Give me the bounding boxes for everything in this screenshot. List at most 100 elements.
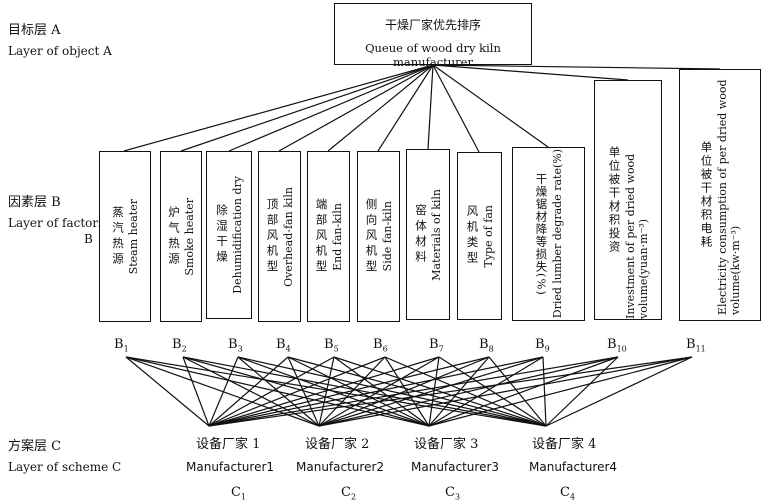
objective-layer-en: Layer of object A [8, 44, 112, 58]
alternative-2-en: Manufacturer2 [296, 460, 385, 474]
link-b1-c4 [125, 356, 547, 427]
link-b9-c4 [542, 356, 547, 427]
link-b4-c2 [287, 356, 320, 427]
scheme-layer-cn: 方案层 C [8, 439, 62, 454]
objective-layer-cn: 目标层 A [8, 23, 61, 38]
factor-label-cn: 除湿干燥 [215, 204, 229, 266]
factor-box-b10: 单位被干材积投资 Investment of per dried wood vo… [594, 80, 662, 320]
alternative-3-en: Manufacturer3 [411, 460, 500, 474]
link-b5-c1 [208, 356, 335, 427]
alternative-1-en: Manufacturer1 [186, 460, 275, 474]
link-b3-c2 [237, 356, 320, 427]
goal-link-b1 [123, 64, 434, 152]
alternative-id-c1: C1 [231, 485, 247, 502]
factor-alternative-links [125, 356, 693, 427]
goal-title-cn: 干燥厂家优先排序 [384, 18, 481, 32]
link-b8-c4 [488, 356, 547, 427]
factor-box-b11: 单位被干材积电耗 Electricity consumption of per … [679, 69, 761, 321]
factor-id-b5: B5 [324, 337, 339, 354]
factor-label-en: Overhead-fan kiln [281, 186, 295, 287]
factor-box-b4: 顶部风机型 Overhead-fan kiln [258, 151, 301, 322]
factor-label-en: Investment of per dried wood volume(yuan… [623, 153, 650, 319]
link-b6-c3 [384, 356, 430, 427]
link-b3-c1 [208, 356, 239, 427]
factor-box-b9: 干燥锯材降等损失(%) Dried lumber degrade rate(%) [512, 147, 585, 321]
alternative-2-cn: 设备厂家 2 [305, 437, 370, 452]
factor-box-b2: 炉气热源 Smoke heater [160, 151, 202, 322]
factor-layer-en: Layer of factors [8, 216, 105, 230]
factor-label-en: Dehumidification dry [231, 176, 244, 294]
link-b7-c2 [318, 356, 440, 427]
link-b8-c1 [208, 356, 490, 427]
factor-label-cn: 端部风机型 [314, 197, 329, 276]
link-b9-c1 [208, 356, 544, 427]
goal-link-b9 [432, 64, 549, 148]
factor-label-en: Materials of kiln [430, 188, 443, 281]
link-b6-c2 [318, 356, 386, 427]
link-b9-c3 [428, 356, 544, 427]
goal-link-b6 [377, 64, 434, 152]
link-b7-c3 [428, 356, 440, 427]
link-b8-c2 [318, 356, 490, 427]
factor-box-b1: 蒸汽热源 Steam heater [99, 151, 151, 322]
link-b11-c4 [545, 356, 693, 427]
alternative-id-c3: C3 [445, 485, 461, 502]
factor-label-cn: 顶部风机型 [265, 197, 280, 276]
link-b10-c3 [428, 356, 619, 427]
factor-label-en: Steam heater [127, 198, 140, 275]
factor-id-b4: B4 [276, 337, 291, 354]
factor-label-en: Type of fan [481, 204, 495, 268]
goal-title-en: Queue of wood dry kiln manufacturer [365, 41, 501, 69]
factor-id-b9: B9 [535, 337, 550, 354]
link-b7-c4 [438, 356, 547, 427]
link-b4-c1 [208, 356, 289, 427]
link-b1-c2 [125, 356, 320, 427]
link-b11-c1 [208, 356, 693, 427]
factor-id-b10: B10 [607, 337, 627, 354]
scheme-layer-en: Layer of scheme C [8, 460, 122, 474]
factor-box-b5: 端部风机型 End fan-kiln [307, 151, 350, 322]
factor-label-cn: 单位被干材积投资 [607, 146, 622, 254]
link-b4-c3 [287, 356, 430, 427]
factor-box-b7: 窑体材料 Materials of kiln [406, 149, 450, 320]
link-b3-c4 [237, 356, 547, 427]
alternative-3-cn: 设备厂家 3 [414, 437, 479, 452]
factor-label-cn: 蒸汽热源 [111, 205, 125, 268]
factor-label-cn: 干燥锯材降等损失(%) [534, 172, 549, 296]
factor-id-b2: B2 [172, 337, 187, 354]
link-b11-c3 [428, 356, 693, 427]
factor-box-b6: 侧向风机型 Side fan-kiln [357, 151, 400, 322]
goal-link-b2 [180, 64, 434, 152]
link-b10-c2 [318, 356, 619, 427]
factor-label-en: Electricity consumption of per dried woo… [715, 79, 742, 315]
factor-label-en: End fan-kiln [330, 202, 344, 271]
link-b2-c1 [182, 356, 210, 427]
alternative-id-c4: C4 [560, 485, 576, 502]
link-b8-c3 [428, 356, 490, 427]
alternative-4-en: Manufacturer4 [529, 460, 618, 474]
link-b5-c2 [318, 356, 335, 427]
link-b2-c2 [182, 356, 320, 427]
factor-id-b6: B6 [373, 337, 388, 354]
goal-link-b7 [427, 64, 434, 150]
goal-link-b10 [432, 64, 629, 81]
goal-link-b3 [228, 64, 434, 152]
link-b6-c1 [208, 356, 386, 427]
factor-id-b8: B8 [479, 337, 494, 354]
link-b9-c2 [318, 356, 544, 427]
factor-label-cn: 炉气热源 [167, 205, 181, 268]
factor-box-b3: 除湿干燥 Dehumidification dry [206, 151, 252, 319]
factor-id-b11: B11 [686, 337, 706, 354]
factor-label-cn: 窑体材料 [414, 203, 428, 266]
goal-link-b11 [432, 64, 721, 70]
link-b7-c1 [208, 356, 440, 427]
factor-id-b3: B3 [228, 337, 243, 354]
alternative-id-c2: C2 [341, 485, 357, 502]
link-b5-c4 [333, 356, 547, 427]
factor-label-cn: 侧向风机型 [364, 197, 379, 276]
factor-layer-cn: 因素层 B [8, 195, 61, 210]
factor-label-cn: 单位被干材积电耗 [699, 141, 714, 249]
link-b5-c3 [333, 356, 430, 427]
link-b10-c4 [545, 356, 619, 427]
goal-link-b8 [432, 64, 480, 153]
